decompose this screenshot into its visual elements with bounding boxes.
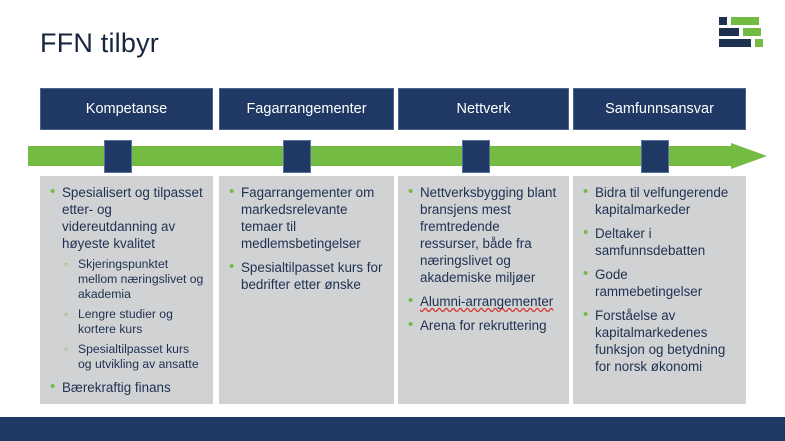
content-panel-kompetanse: Spesialisert og tilpasset etter- og vide… [40, 176, 213, 404]
logo-green-block [743, 28, 761, 36]
list-item: Bærekraftig finans [46, 379, 205, 396]
ffn-logo-icon [719, 17, 771, 51]
bullet-text: Fagarrangementer om markedsrelevante tem… [241, 184, 386, 252]
bullet-text: Nettverksbygging blant bransjens mest fr… [420, 184, 561, 286]
logo-row-3 [719, 39, 771, 47]
category-header-kompetanse[interactable]: Kompetanse [40, 88, 213, 130]
bullet-text: Spesialisert og tilpasset etter- og vide… [62, 184, 205, 252]
category-header-label: Samfunnsansvar [605, 101, 714, 117]
bullet-text: Forståelse av kapitalmarkedenes funksjon… [595, 307, 738, 375]
list-item: Nettverksbygging blant bransjens mest fr… [404, 184, 561, 286]
sub-list-item: Spesialtilpasset kurs og utvikling av an… [62, 342, 205, 372]
category-header-row: Kompetanse Fagarrangementer Nettverk Sam… [0, 88, 785, 130]
category-header-fagarrangementer[interactable]: Fagarrangementer [219, 88, 394, 130]
timeline-arrow [28, 143, 768, 170]
list-item: Deltaker i samfunnsdebatten [579, 225, 738, 259]
bullet-text-spellchecked: Alumni-arrangementer [420, 293, 561, 310]
category-header-label: Kompetanse [85, 101, 168, 117]
logo-dark-block [719, 39, 751, 47]
bullet-list: Nettverksbygging blant bransjens mest fr… [404, 184, 561, 334]
logo-green-block [755, 39, 763, 47]
bullet-text: Spesialtilpasset kurs for bedrifter ette… [241, 259, 386, 293]
bullet-list: Fagarrangementer om markedsrelevante tem… [225, 184, 386, 293]
sub-list-item: Lengre studier og kortere kurs [62, 307, 205, 337]
list-item: Spesialtilpasset kurs for bedrifter ette… [225, 259, 386, 293]
category-header-nettverk[interactable]: Nettverk [398, 88, 569, 130]
footer-band [0, 417, 785, 441]
category-header-label: Fagarrangementer [246, 101, 367, 117]
logo-green-block [731, 17, 759, 25]
content-panel-nettverk: Nettverksbygging blant bransjens mest fr… [398, 176, 569, 404]
list-item: Gode rammebetingelser [579, 266, 738, 300]
list-item: Spesialisert og tilpasset etter- og vide… [46, 184, 205, 372]
timeline-node-4 [641, 140, 669, 173]
bullet-text: Deltaker i samfunnsdebatten [595, 225, 738, 259]
category-header-samfunnsansvar[interactable]: Samfunnsansvar [573, 88, 746, 130]
arrow-head-icon [731, 143, 767, 169]
sub-list-item: Skjeringspunktet mellom næringslivet og … [62, 257, 205, 302]
bullet-text: Bidra til velfungerende kapitalmarkeder [595, 184, 738, 218]
timeline-node-1 [104, 140, 132, 173]
list-item: Fagarrangementer om markedsrelevante tem… [225, 184, 386, 252]
content-panel-samfunnsansvar: Bidra til velfungerende kapitalmarkeder … [573, 176, 746, 404]
logo-row-2 [719, 28, 771, 36]
bullet-text: Arena for rekruttering [420, 317, 561, 334]
content-panel-fagarrangementer: Fagarrangementer om markedsrelevante tem… [219, 176, 394, 404]
bullet-list: Spesialisert og tilpasset etter- og vide… [46, 184, 205, 396]
slide-title: FFN tilbyr [40, 28, 159, 58]
bullet-text: Gode rammebetingelser [595, 266, 738, 300]
logo-row-1 [719, 17, 771, 25]
bullet-text: Bærekraftig finans [62, 379, 205, 396]
list-item: Arena for rekruttering [404, 317, 561, 334]
logo-dark-block [719, 28, 739, 36]
timeline-node-3 [462, 140, 490, 173]
list-item: Bidra til velfungerende kapitalmarkeder [579, 184, 738, 218]
category-header-label: Nettverk [456, 101, 511, 117]
bullet-list: Bidra til velfungerende kapitalmarkeder … [579, 184, 738, 375]
logo-dark-block [719, 17, 727, 25]
timeline-node-2 [283, 140, 311, 173]
list-item: Forståelse av kapitalmarkedenes funksjon… [579, 307, 738, 375]
sub-bullet-list: Skjeringspunktet mellom næringslivet og … [62, 257, 205, 372]
list-item: Alumni-arrangementer [404, 293, 561, 310]
arrow-bar [28, 146, 732, 166]
